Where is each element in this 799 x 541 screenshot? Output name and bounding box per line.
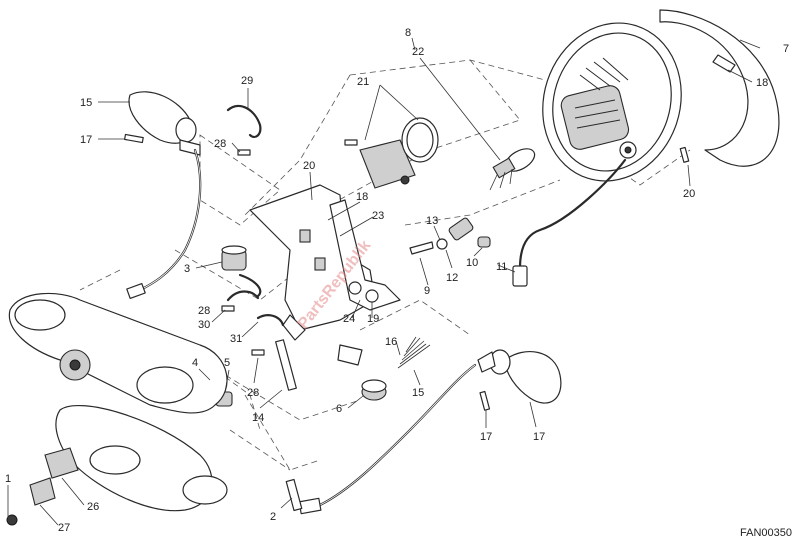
callout-8: 8 [405,27,411,39]
callout-17: 15 [80,97,92,109]
callout-22: 20 [683,188,695,200]
callout-11: 11 [496,261,507,273]
position-light-cover [359,117,439,189]
callout-labels: 15 17 29 28 20 18 23 3 21 8 22 7 18 20 1… [5,27,789,534]
callout-1: 1 [5,473,11,485]
headlight-cable [512,158,627,287]
callout-6: 6 [336,403,342,415]
turn-signal-lower [477,349,562,404]
bolts [124,133,690,411]
callout-18b: 17 [480,431,492,443]
callout-16: 16 [385,336,397,348]
turn-signal-lower-cable [298,363,477,515]
callout-12: 12 [446,272,458,284]
steering-triple-clamp [8,292,228,512]
callout-14: 14 [252,412,264,424]
callout-31: 31 [230,333,242,345]
callout-28b: 28 [247,387,259,399]
callout-25: 23 [372,210,384,222]
callout-28c: 28 [198,305,210,317]
callout-9: 9 [424,285,430,297]
callout-23: 21 [357,76,369,88]
callout-29: 29 [241,75,253,87]
callout-26: 26 [87,501,99,513]
callout-20b: 19 [367,313,379,325]
callout-15: 15 [412,387,424,399]
spring [397,336,431,369]
callout-25b: 24 [343,313,355,325]
callout-4: 4 [192,357,198,369]
callout-10: 10 [466,257,478,269]
callout-18: 17 [80,134,92,146]
ignition-parts [6,447,79,526]
turn-signal-upper [128,91,201,156]
callout-28: 28 [214,138,226,150]
callout-2: 2 [270,511,276,523]
screw-long [285,478,303,512]
callout-3: 3 [184,263,190,275]
headlight-bulb [489,148,536,191]
turn-signal-upper-cable [126,148,202,300]
sensor-assembly [409,217,491,255]
pin [275,339,297,391]
callout-17b: 17 [533,431,545,443]
callout-20: 18 [356,191,368,203]
callout-27: 27 [58,522,70,534]
rubber-mount [221,245,262,298]
headlight-assembly [542,22,682,182]
spring-clips [226,104,285,327]
callout-7: 7 [783,43,789,55]
callout-13: 13 [426,215,438,227]
grommet [361,379,387,401]
headlight-rim [659,9,780,167]
callout-24: 22 [412,46,424,58]
callout-5: 5 [224,357,230,369]
callout-19: 18 [756,77,768,89]
drawing-code: FAN00350 [740,527,792,539]
headlight-bracket [249,184,401,366]
callout-30: 30 [198,319,210,331]
callout-21: 20 [303,160,315,172]
leader-lines [7,37,761,526]
